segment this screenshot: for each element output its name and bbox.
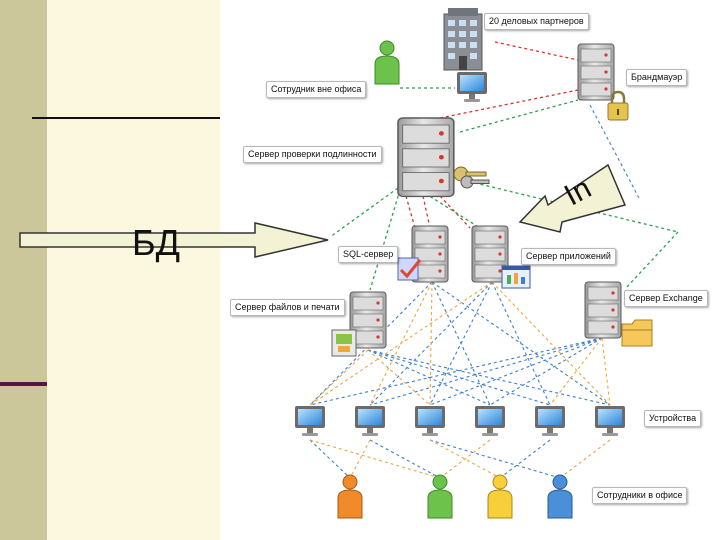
server-icon — [397, 117, 455, 198]
monitor-icon — [415, 406, 445, 436]
person-icon — [427, 474, 453, 519]
monitor-icon — [535, 406, 565, 436]
label-auth-server: Сервер проверки подлинности — [243, 146, 382, 163]
person-icon — [374, 40, 400, 85]
label-office-employees: Сотрудники в офисе — [592, 487, 688, 504]
folder-icon — [621, 319, 653, 347]
printer-icon — [331, 329, 357, 357]
left-arrow-label: БД — [132, 222, 181, 263]
monitor-icon — [355, 406, 385, 436]
side-panel — [47, 0, 220, 540]
label-sql-server: SQL-сервер — [338, 246, 399, 263]
monitor-icon — [295, 406, 325, 436]
label-firewall: Брандмауэр — [626, 69, 688, 86]
label-app-server: Сервер приложений — [521, 248, 616, 265]
office-building-icon — [443, 8, 483, 71]
keys-icon — [453, 166, 490, 189]
monitor-icon — [457, 72, 487, 102]
person-icon — [487, 474, 513, 519]
label-remote-employee: Сотрудник вне офиса — [266, 81, 367, 98]
checkmark-icon — [397, 257, 422, 281]
sidebar-strip — [0, 0, 47, 540]
monitor-icon — [475, 406, 505, 436]
person-icon — [547, 474, 573, 519]
red-links — [405, 41, 579, 229]
server-icon — [584, 281, 622, 339]
right-arrow-shape — [518, 163, 627, 233]
label-exchange-server: Сервер Exchange — [624, 290, 708, 307]
label-partners: 20 деловых партнеров — [484, 13, 589, 30]
label-file-print-server: Сервер файлов и печати — [230, 299, 345, 316]
accent-bar — [0, 382, 47, 386]
server-icon — [577, 43, 615, 101]
person-icon — [337, 474, 363, 519]
orange-links — [309, 281, 611, 479]
label-devices: Устройства — [644, 410, 702, 427]
monitor-icon — [595, 406, 625, 436]
left-arrow-shape — [19, 222, 329, 258]
padlock-icon — [607, 90, 629, 121]
title-divider — [32, 117, 220, 119]
chart-icon — [501, 265, 531, 289]
